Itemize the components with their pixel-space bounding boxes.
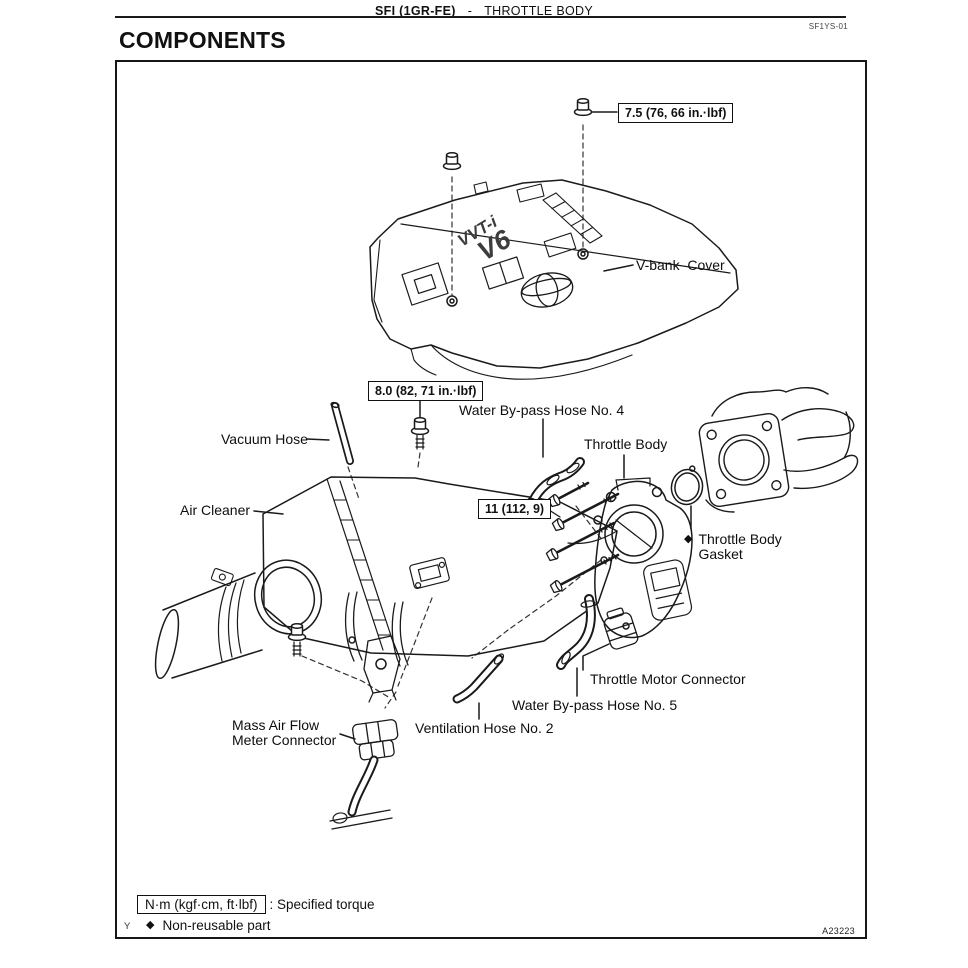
page-header: SFI (1GR-FE) - THROTTLE BODY (0, 4, 968, 18)
label-throttle-body: Throttle Body (584, 436, 668, 452)
air-cleaner-bolt-drawing (410, 400, 430, 450)
maf-connector-drawing (329, 719, 399, 830)
legend-non-reusable-desc: Non-reusable part (162, 918, 271, 933)
non-reusable-diamond: ◆ (146, 919, 155, 931)
intake-manifold-drawing (698, 387, 859, 513)
ventilation-hose2-drawing (452, 653, 505, 720)
legend-torque: N·m (kgf·cm, ft·lbf) : Specified torque (137, 895, 375, 914)
throttle-body-gasket-drawing (670, 465, 704, 530)
label-vacuum-hose: Vacuum Hose (221, 431, 308, 447)
water-bypass-hose5-drawing (556, 594, 596, 697)
vbank-cover-bolts (442, 98, 618, 171)
page-title: COMPONENTS (119, 27, 286, 53)
label-maf-connector: Mass Air Flow Meter Connector (232, 717, 337, 748)
throttle-body-gasket-text: Throttle Body Gasket (698, 531, 782, 562)
vacuum-hose-drawing (306, 401, 354, 465)
label-air-cleaner: Air Cleaner (180, 502, 251, 518)
label-water-bypass-hose-4: Water By-pass Hose No. 4 (459, 402, 625, 418)
legend-torque-unit-box: N·m (kgf·cm, ft·lbf) (137, 895, 266, 914)
label-throttle-motor-connector: Throttle Motor Connector (590, 671, 746, 687)
header-title: THROTTLE BODY (484, 4, 593, 18)
vbank-cover-drawing: VVT-i V6 (369, 179, 739, 380)
label-ventilation-hose-2: Ventilation Hose No. 2 (415, 720, 554, 736)
torque-spec-air-cleaner: 8.0 (82, 71 in.·lbf) (368, 381, 484, 401)
header-separator: - (467, 4, 473, 18)
legend-non-reusable: ◆ Non-reusable part (146, 918, 271, 933)
doc-code: SF1YS-01 (808, 22, 848, 31)
toyota-emblem (520, 272, 574, 308)
label-water-bypass-hose-5: Water By-pass Hose No. 5 (512, 697, 678, 713)
page-letter: Y (124, 921, 131, 932)
header-section: SFI (1GR-FE) (375, 4, 456, 18)
label-vbank-cover: V-bank Cover (636, 257, 725, 273)
torque-spec-vbank-cover: 7.5 (76, 66 in.·lbf) (618, 103, 734, 123)
throttle-body-drawing (594, 454, 693, 639)
torque-spec-throttle-body: 11 (112, 9) (478, 499, 552, 519)
header-rule (115, 16, 846, 18)
label-throttle-body-gasket: ◆ Throttle Body Gasket (684, 532, 782, 562)
non-reusable-diamond: ◆ (684, 533, 693, 545)
legend-torque-desc: : Specified torque (269, 897, 375, 912)
throttle-motor-connector-drawing (582, 607, 639, 671)
figure-code: A23223 (822, 926, 855, 936)
water-bypass-hose4-drawing (527, 418, 585, 507)
